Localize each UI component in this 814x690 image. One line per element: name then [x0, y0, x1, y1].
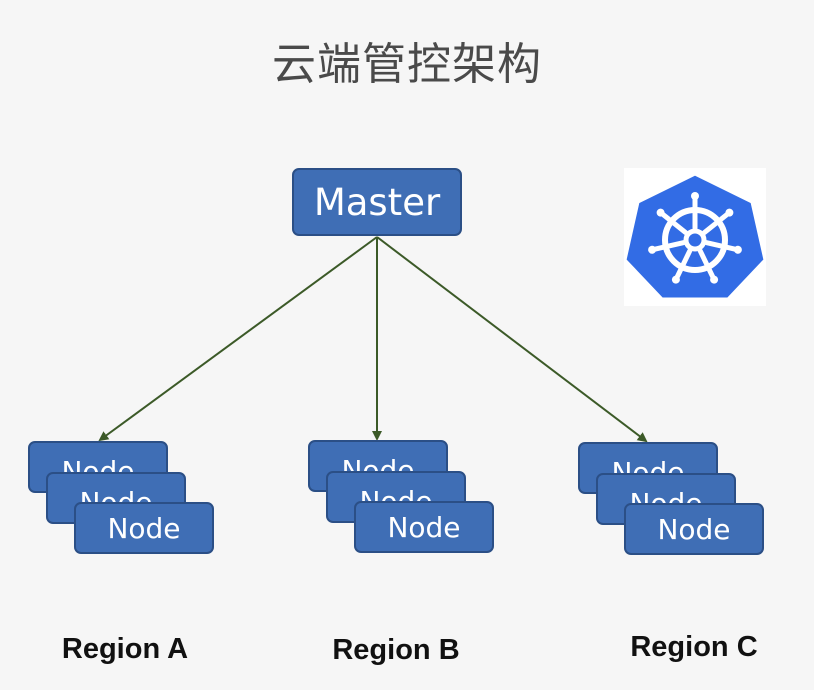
arrow-to-region-c — [376, 236, 648, 443]
arrow-to-region-a — [98, 236, 378, 442]
master-box: Master — [292, 168, 462, 236]
kubernetes-logo — [623, 168, 767, 306]
region-label-b: Region B — [332, 634, 460, 666]
kubernetes-helm-wheel-icon — [623, 172, 767, 301]
page-title: 云端管控架构 — [272, 39, 542, 90]
region-label-a: Region A — [61, 633, 189, 665]
node-box: Node — [578, 442, 718, 494]
region-label-c: Region C — [630, 631, 758, 663]
node-box: Node — [624, 503, 764, 555]
node-box: Node — [74, 502, 214, 554]
node-box: Node — [354, 501, 494, 553]
